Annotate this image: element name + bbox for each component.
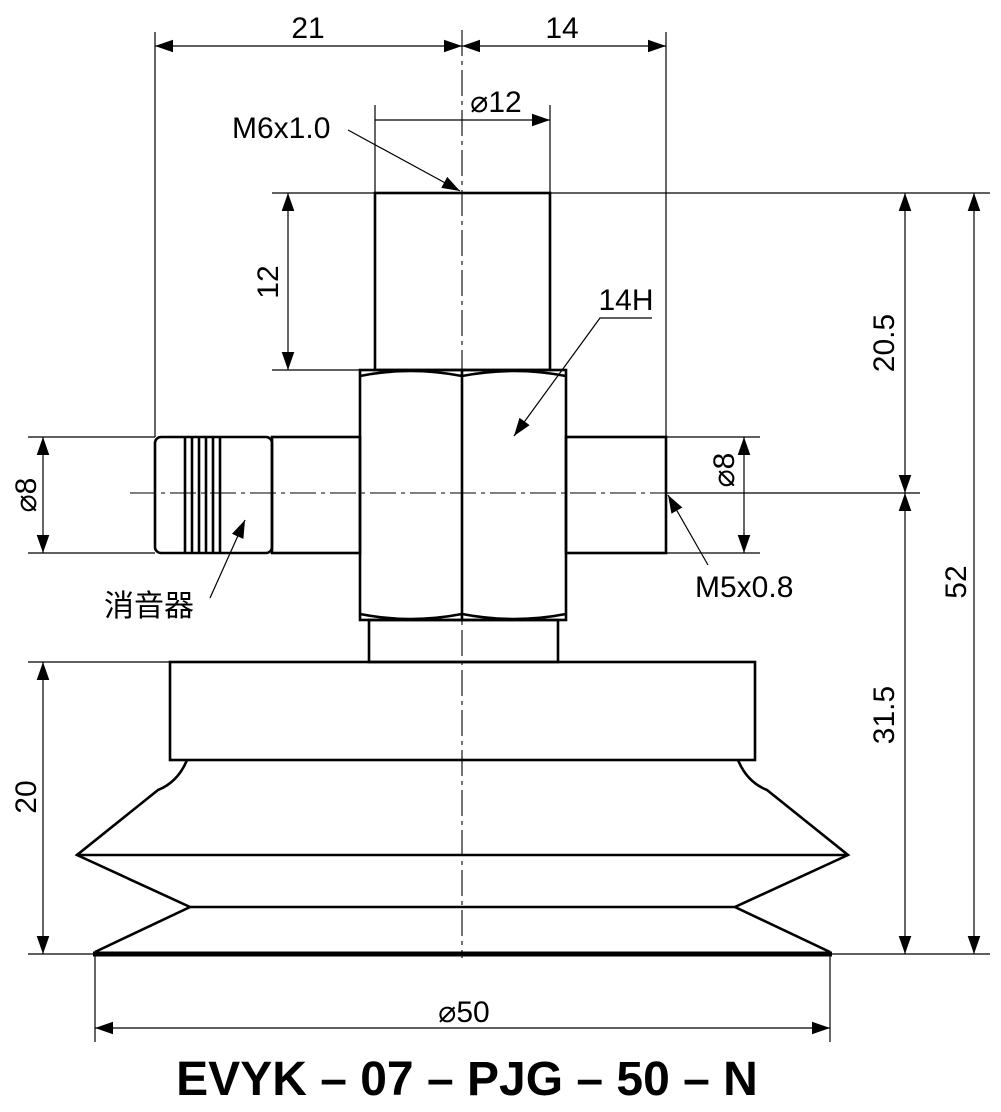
dim-upper-height: 20.5	[868, 314, 901, 372]
dim-stem-height: 12	[252, 265, 285, 298]
dim-right-port-diameter: ⌀8	[708, 453, 741, 488]
dimension-labels: 21 14 ⌀12 M6x1.0 12 14H ⌀8 ⌀8 M5x0.8 消音器…	[10, 12, 973, 1029]
dim-right-width: 14	[545, 12, 578, 45]
dim-cup-diameter: ⌀50	[438, 996, 489, 1029]
dim-cup-height: 20	[10, 780, 43, 813]
silencer-grooves	[183, 437, 222, 553]
dim-left-port-diameter: ⌀8	[10, 478, 43, 513]
leader-lines	[209, 129, 709, 599]
dim-hex-size: 14H	[598, 284, 653, 317]
dim-thread-top: M6x1.0	[232, 112, 330, 145]
extension-lines	[28, 32, 990, 1042]
dim-thread-side: M5x0.8	[695, 571, 793, 604]
part-outline	[74, 191, 851, 957]
dim-left-width: 21	[291, 12, 324, 45]
dim-lower-height: 31.5	[868, 686, 901, 744]
silencer-label: 消音器	[104, 589, 194, 624]
dim-top-diameter: ⌀12	[470, 86, 521, 119]
dim-total-height: 52	[940, 565, 973, 598]
dimension-lines	[36, 39, 981, 1035]
model-code: EVYK – 07 – PJG – 50 – N	[176, 1053, 758, 1106]
